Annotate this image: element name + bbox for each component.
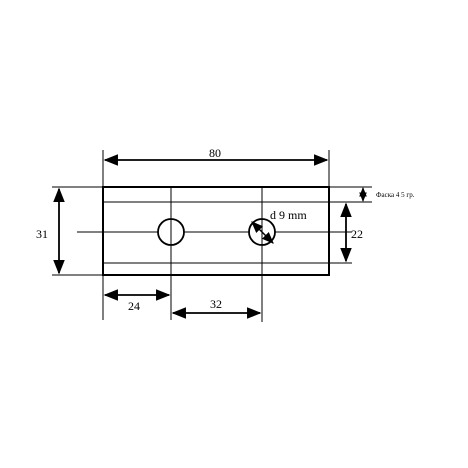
plate-outline [102, 186, 330, 276]
height-label: 31 [36, 227, 48, 241]
offset-label: 24 [128, 299, 140, 313]
hole-spacing-label: 32 [210, 297, 222, 311]
length-label: 80 [209, 146, 221, 160]
chamfer-note: Фаска 4 5 гр. [376, 191, 415, 199]
hole-diameter-label: d 9 mm [270, 208, 307, 222]
diameter-leader [251, 221, 274, 244]
inner-height-label: 22 [351, 227, 363, 241]
